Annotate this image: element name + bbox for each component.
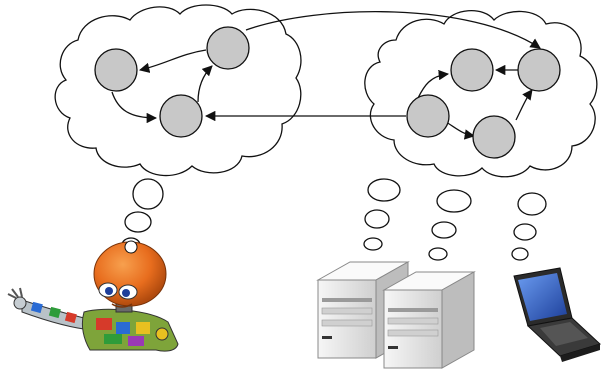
edge-f-to-d [417,69,450,99]
edge-f-to-g [445,121,476,140]
thought-bubble-laptop-2 [513,223,537,241]
edge-c-to-e [245,11,541,49]
edge-g-to-e [515,89,533,121]
graph-node-f [406,94,450,138]
thought-bubble-server-2-1 [436,189,472,213]
thought-bubble-server-1-1 [367,178,401,202]
thought-cloud-left [54,4,302,177]
server-tower-2 [382,271,476,369]
thought-bubble-server-1-3 [363,237,383,251]
edge-b-to-c [197,65,213,103]
graph-node-c [206,26,250,70]
graph-node-e [517,48,561,92]
robot-figure [7,240,179,352]
thought-bubble-robot-1 [132,178,164,210]
graph-node-b [159,94,203,138]
thought-bubble-robot-2 [124,211,152,233]
graph-node-g [472,115,516,159]
graph-node-a [94,48,138,92]
laptop-computer [513,267,601,362]
edge-c-to-a [138,49,207,73]
thought-bubble-laptop-3 [511,247,529,261]
thought-bubble-server-2-3 [428,247,448,261]
robot-head [93,240,167,308]
thought-bubble-laptop-1 [517,192,547,216]
edge-a-to-b [111,91,158,124]
robot-hand [7,287,27,310]
thought-bubble-server-2-2 [431,221,457,239]
graph-node-d [450,48,494,92]
thought-bubble-server-1-2 [364,209,390,229]
